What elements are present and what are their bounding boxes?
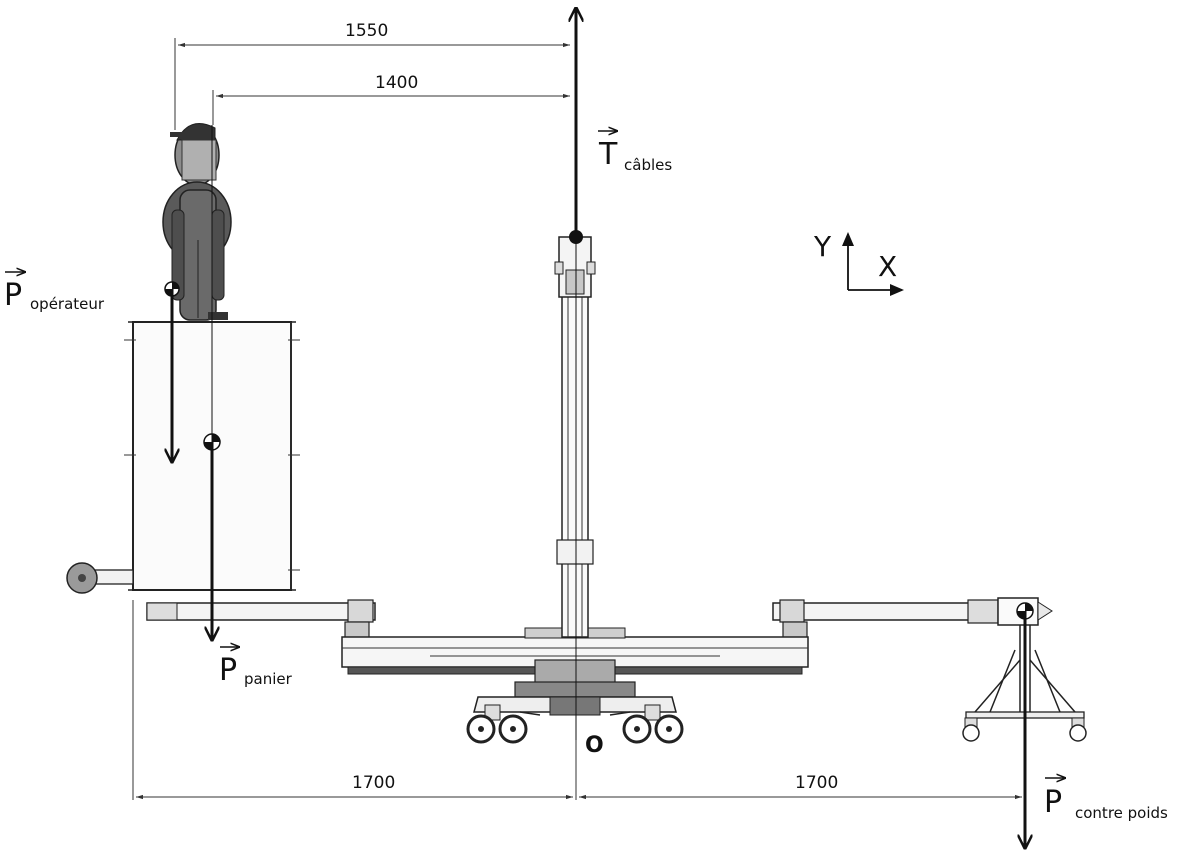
label-p-contre-poids: P contre poids: [1044, 778, 1168, 822]
origin-label: O: [585, 733, 604, 758]
right-arm: [772, 597, 1053, 645]
force-t-cables: [569, 8, 583, 740]
basket-wheel: [66, 562, 134, 594]
label-p-panier-subscript: panier: [244, 670, 293, 688]
label-p-operateur-subscript: opérateur: [30, 295, 105, 313]
label-t-cables-symbol: T: [598, 137, 618, 172]
dimension-1700-right: 1700: [579, 773, 1022, 800]
label-p-operateur: P opérateur: [4, 272, 105, 313]
dimension-1400: 1400: [212, 73, 570, 125]
dimension-1400-label: 1400: [375, 73, 418, 93]
axes-indicator: Y X: [813, 230, 904, 296]
label-t-cables-subscript: câbles: [624, 156, 672, 174]
axis-x-label: X: [878, 250, 897, 283]
base-chassis: [473, 696, 677, 716]
dimension-1550: 1550: [174, 21, 570, 130]
dimension-1550-label: 1550: [345, 21, 388, 41]
operator-figure: [162, 123, 232, 321]
mast: [554, 236, 596, 638]
label-p-operateur-symbol: P: [4, 278, 22, 313]
dimension-1700-left-label: 1700: [352, 773, 395, 793]
central-platform: [341, 627, 809, 698]
label-p-contre-poids-subscript: contre poids: [1075, 804, 1168, 822]
label-p-panier: P panier: [219, 647, 293, 688]
label-p-panier-symbol: P: [219, 653, 237, 688]
axis-y-label: Y: [813, 230, 832, 263]
left-arm: [146, 599, 376, 645]
label-t-cables: T câbles: [598, 131, 672, 174]
dimension-1700-right-label: 1700: [795, 773, 838, 793]
base-wheels: [466, 704, 684, 744]
label-p-contre-poids-symbol: P: [1044, 785, 1062, 820]
